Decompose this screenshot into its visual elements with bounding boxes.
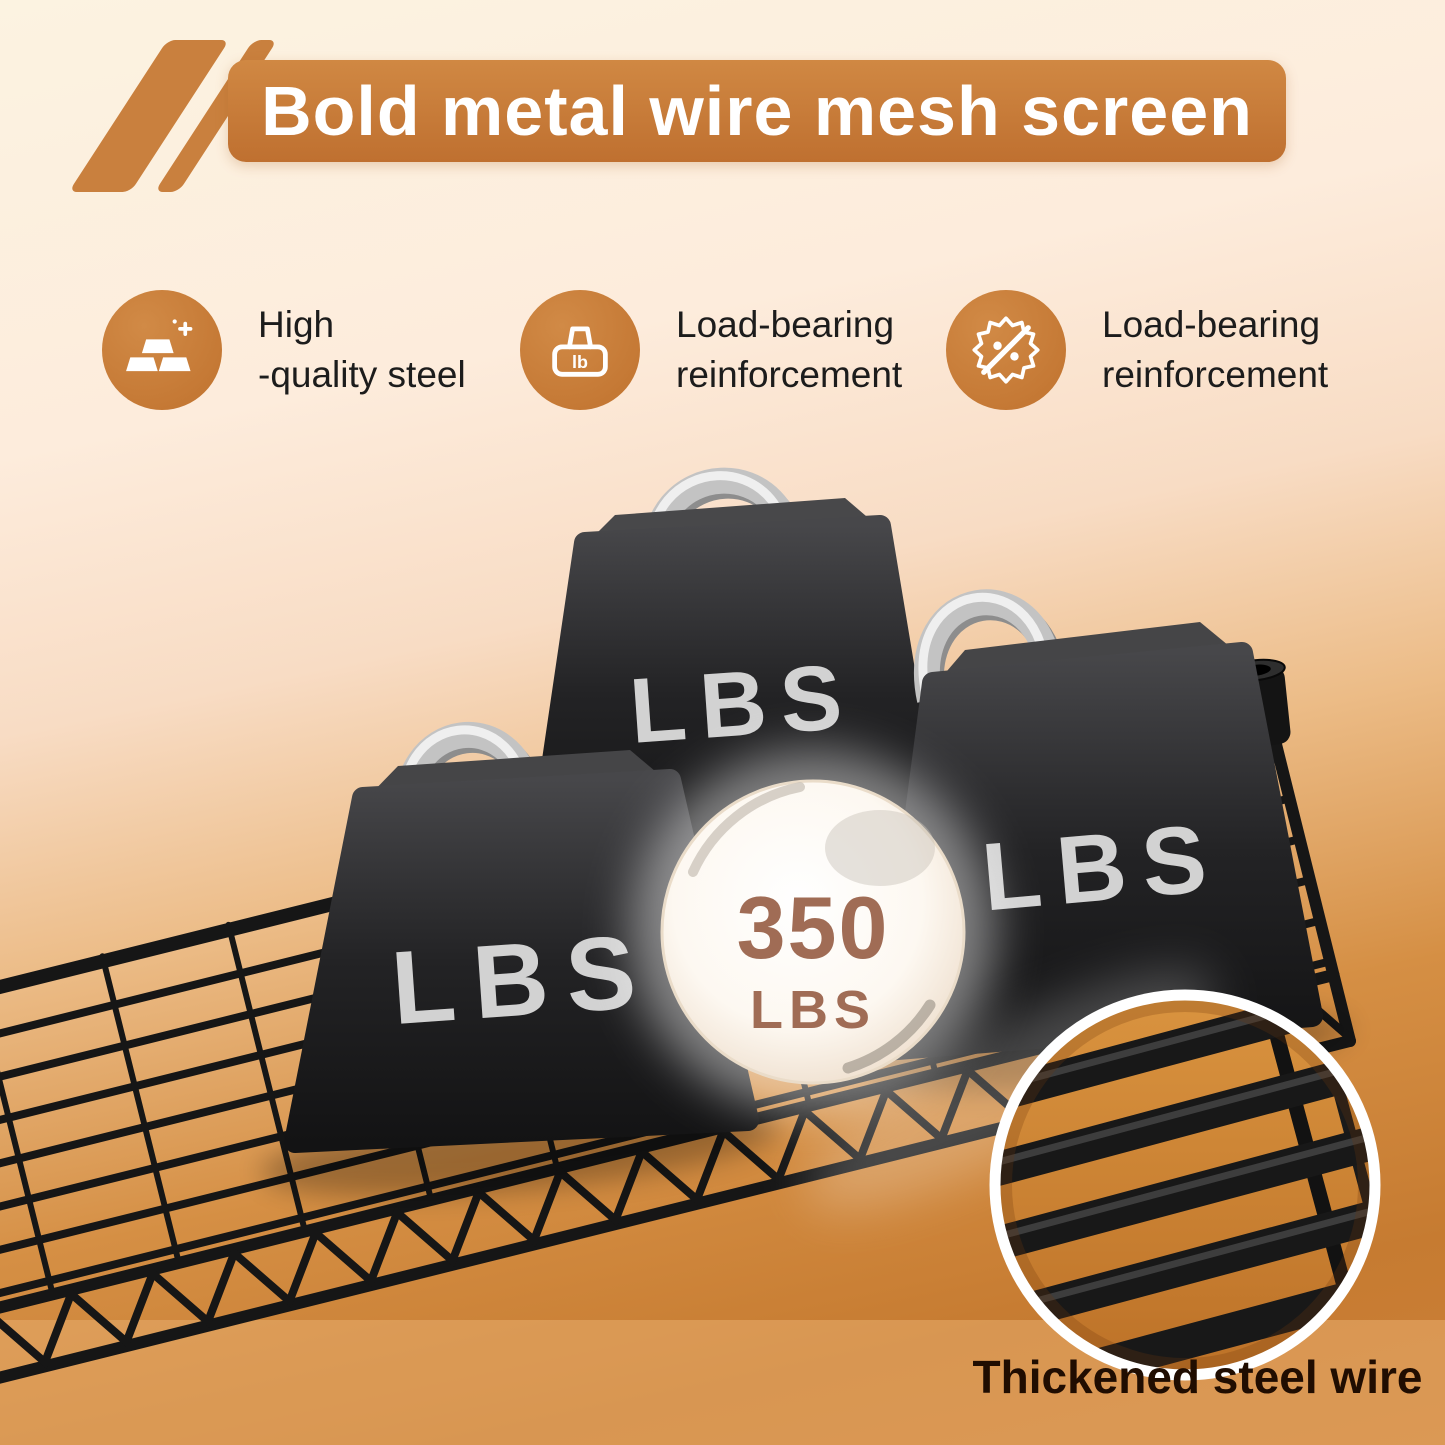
- feature-load-bearing-2: Load-bearing reinforcement: [946, 290, 1328, 410]
- weight-label: LBS: [978, 804, 1226, 932]
- anti-rust-badge-icon: [946, 290, 1066, 410]
- steel-ingots-icon: [102, 290, 222, 410]
- wire-zoom-inset: [989, 989, 1381, 1381]
- weight-label: LBS: [627, 645, 860, 763]
- feature-line: -quality steel: [258, 354, 466, 395]
- lens-glass: [660, 779, 966, 1085]
- inset-caption: Thickened steel wire: [972, 1351, 1423, 1403]
- capacity-value: 350: [737, 878, 890, 977]
- feature-line: reinforcement: [676, 354, 903, 395]
- page-title: Bold metal wire mesh screen: [261, 72, 1253, 150]
- capacity-unit: LBS: [750, 980, 876, 1040]
- weight-left: LBS: [284, 721, 759, 1153]
- feature-label: High -quality steel: [258, 300, 466, 400]
- feature-label: Load-bearing reinforcement: [676, 300, 902, 400]
- inset-ring: [989, 989, 1381, 1381]
- title-banner: Bold metal wire mesh screen: [228, 60, 1286, 162]
- feature-line: reinforcement: [1102, 354, 1329, 395]
- weight-label: LBS: [388, 913, 657, 1047]
- weight-body: [284, 769, 759, 1153]
- feature-label: Load-bearing reinforcement: [1102, 300, 1328, 400]
- weight-icon-text: lb: [572, 352, 588, 372]
- feature-line: Load-bearing: [1102, 304, 1321, 346]
- feature-line: Load-bearing: [676, 304, 895, 346]
- feature-high-quality-steel: High -quality steel: [102, 290, 466, 410]
- feature-load-bearing-1: lb Load-bearing reinforcement: [520, 290, 902, 410]
- weight-icon: lb: [520, 290, 640, 410]
- feature-line: High: [258, 304, 335, 346]
- capacity-lens: 350 LBS: [631, 750, 995, 1114]
